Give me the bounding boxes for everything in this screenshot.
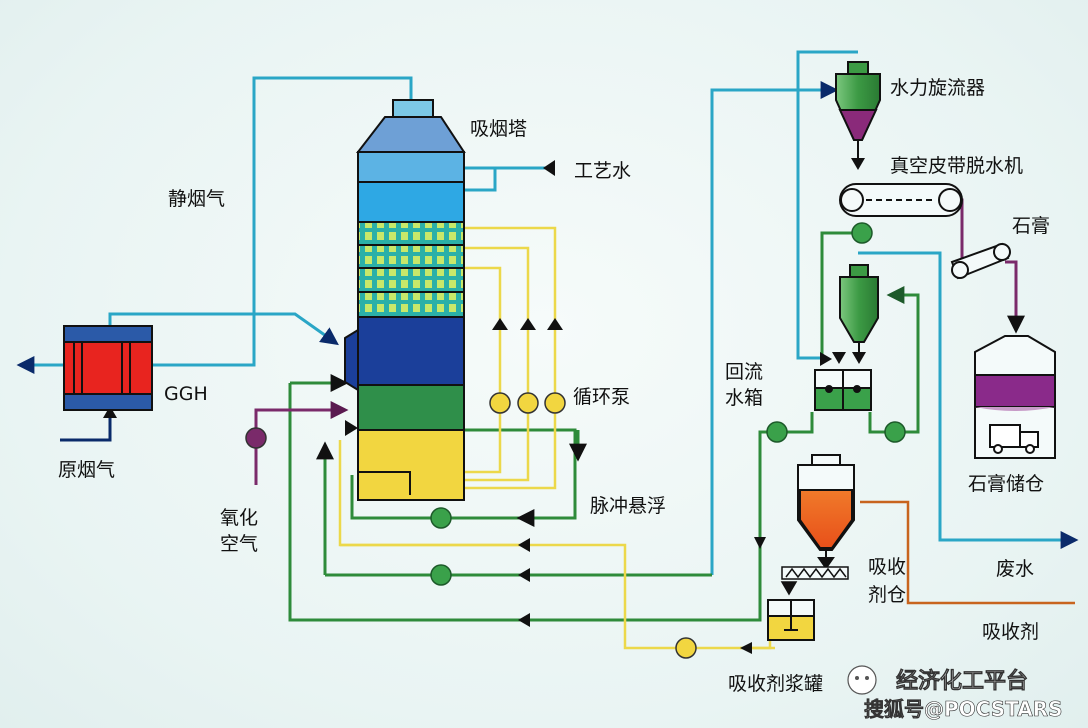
label-pulse-suspension: 脉冲悬浮: [590, 495, 666, 517]
yellow-pipes: [338, 226, 775, 650]
return-water-tank: [814, 369, 872, 411]
secondary-cyclone: [839, 264, 879, 356]
watermark-brand: 经济化工平台: [896, 668, 1028, 694]
label-absorbent-silo-2: 剂仓: [868, 584, 906, 606]
label-circulation-pump: 循环泵: [573, 386, 630, 408]
ggh-heat-exchanger: [63, 325, 153, 411]
raw-gas-pipe: [60, 418, 112, 442]
absorber-tower: [344, 99, 466, 501]
label-absorbent-slurry-tank: 吸收剂浆罐: [728, 673, 823, 695]
label-process-water: 工艺水: [574, 160, 631, 182]
flow-arrows: [103, 158, 866, 654]
gas-pipes: [16, 50, 1079, 575]
label-ggh: GGH: [164, 383, 208, 405]
wechat-icon: [847, 665, 877, 695]
absorbent-pipes: [860, 500, 1075, 605]
watermark: 经济化工平台 搜狐号@POCSTARS: [847, 665, 1063, 721]
absorbent-silo: [797, 454, 855, 570]
label-vacuum-belt: 真空皮带脱水机: [890, 155, 1023, 177]
label-return-tank-1: 回流: [725, 361, 763, 383]
absorbent-slurry-tank: [767, 599, 815, 641]
label-absorbent-silo-1: 吸收: [868, 556, 906, 578]
gypsum-conveyor: [950, 242, 1011, 280]
label-hydrocyclone: 水力旋流器: [890, 77, 985, 99]
label-clean-flue-gas: 静烟气: [168, 188, 225, 210]
label-gypsum: 石膏: [1012, 214, 1050, 237]
label-waste-water: 废水: [996, 558, 1034, 580]
label-oxidation-air-1: 氧化: [220, 507, 258, 529]
circulation-pumps: [489, 392, 697, 659]
label-gypsum-storage: 石膏储仓: [968, 472, 1044, 495]
screw-feeder: [780, 566, 849, 596]
watermark-credit: 搜狐号@POCSTARS: [864, 697, 1063, 721]
green-pumps: [430, 222, 906, 586]
vacuum-belt-dewaterer: [839, 183, 963, 217]
oxidation-air-blower: [245, 427, 267, 449]
hydrocyclone: [835, 61, 881, 158]
gypsum-storage-silo: [974, 335, 1056, 459]
label-absorbent: 吸收剂: [982, 621, 1039, 643]
label-return-tank-2: 水箱: [725, 387, 763, 409]
label-absorber-tower: 吸烟塔: [470, 118, 527, 140]
label-raw-flue-gas: 原烟气: [58, 459, 115, 481]
label-oxidation-air-2: 空气: [220, 533, 258, 555]
labels: 吸烟塔 工艺水 静烟气 GGH 原烟气 循环泵 氧化 空气 脉冲悬浮 水力旋流器…: [58, 77, 1050, 695]
